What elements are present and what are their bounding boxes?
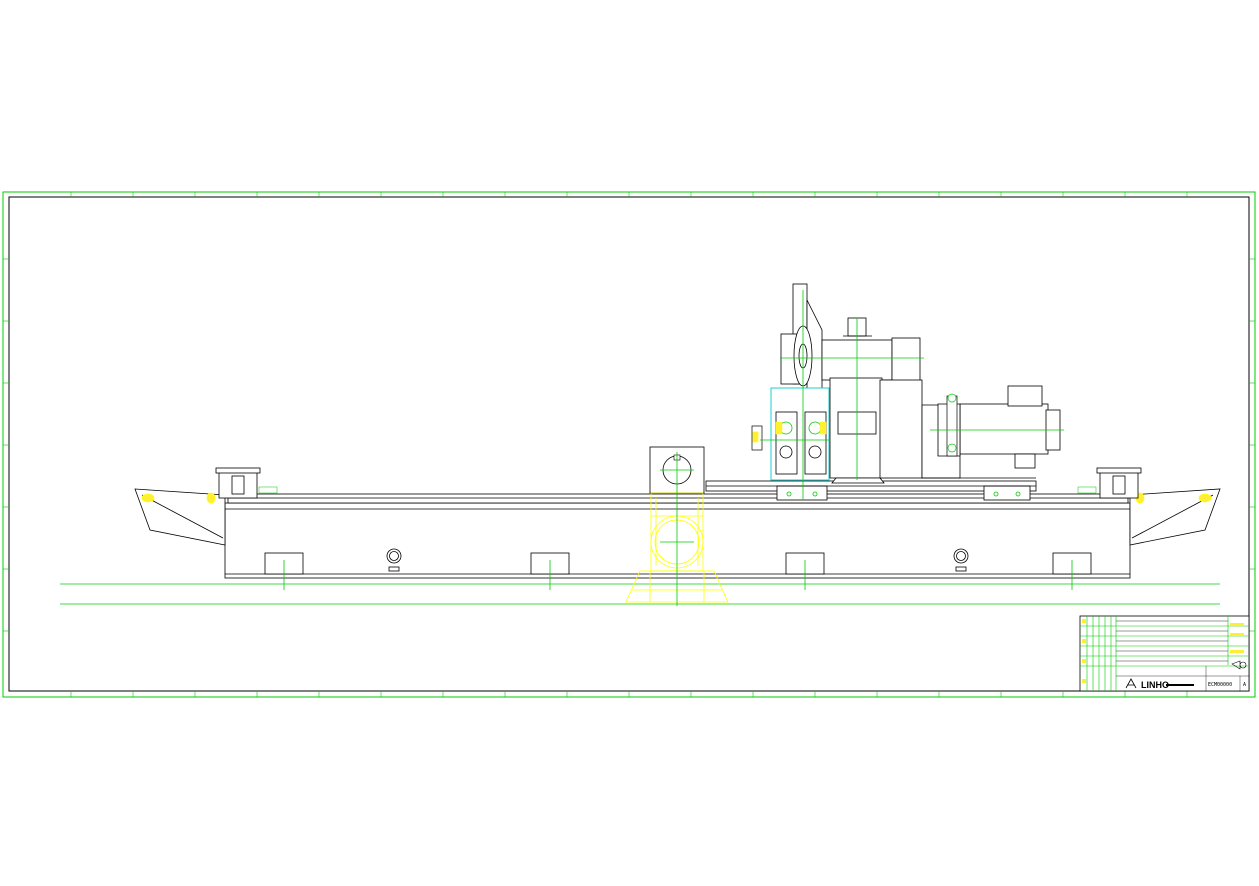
head-centerlines [760,290,1064,500]
end-posts [215,467,1142,499]
carriage [705,480,1037,501]
logo-icon [1125,678,1137,689]
tb-label-5 [1230,623,1244,626]
clamp-jaw-right [804,411,827,475]
reference-lines [60,583,1220,605]
column-foot [831,477,885,484]
clamp-pad-1 [775,421,783,435]
left-grip-pad [752,431,759,443]
clamp-roller-3 [779,445,793,459]
revision: A [1243,682,1246,688]
clamp-roller-2 [808,421,822,435]
title-block-frame [1079,615,1250,692]
block-bolt-4 [1015,491,1021,497]
title-block-labels [1082,619,1244,683]
border-zone-ticks [3,192,1255,697]
left-post-slot [231,475,245,495]
title-block-grid [1080,616,1249,691]
tb-label-3 [1082,659,1086,663]
tb-label-6 [1230,633,1244,636]
motor-body [959,403,1049,455]
bed-body [224,502,1131,579]
tb-label-7 [1230,650,1244,653]
right-post-cap [1096,467,1142,474]
gear-box [879,379,923,479]
block-bolt-2 [812,491,818,497]
right-chute-inner [1131,494,1214,539]
right-chute-mark [1198,493,1212,503]
tower-centerlines [660,452,694,606]
motor-grip-knob-2 [947,443,957,453]
side-grips [751,393,958,457]
left-post-label [258,486,278,494]
logo-underline [1166,684,1194,686]
left-chute-mark [141,493,155,503]
right-post-slot [1112,475,1126,495]
right-chute [1129,488,1221,546]
bed-hole-1-inner [389,551,399,561]
title-block: LINHO ECM00000 A [1079,615,1250,692]
bed-hole-1-tag [388,566,400,572]
tb-label-2 [1082,639,1086,643]
outer-border [2,191,1256,698]
motor-grip-knob-1 [947,393,957,403]
sheet-frame [2,191,1256,698]
logo: LINHO [1125,678,1194,690]
block-bolt-1 [786,491,792,497]
left-chute [134,488,226,546]
tb-label-4 [1082,679,1086,683]
left-chute-inner [141,494,224,539]
clamp-jaw-left [775,411,798,475]
bed-hole-2-tag [955,566,967,572]
right-post-label [1077,486,1097,494]
carriage-block-1 [776,485,828,501]
clamp-roller-4 [808,445,822,459]
machine-bed [224,493,1131,579]
mount-base [625,570,729,603]
bed-rail [227,493,1129,504]
motor-terminal [1007,385,1043,407]
title-block-rows [1116,620,1249,691]
clamp-assembly [770,387,830,481]
left-post-cap [215,467,261,474]
left-post-mark [206,492,216,504]
carriage-block-2 [983,485,1031,501]
block-bolt-3 [993,491,999,497]
inner-border [8,196,1250,692]
projection-icon [1231,660,1247,670]
clamp-pad-2 [819,421,827,435]
spindle-cap [891,337,921,387]
drawing-number: ECM00000 [1208,682,1232,688]
logo-text: LINHO [1141,680,1169,690]
tb-label-1 [1082,619,1086,623]
bed-hole-2-inner [956,551,966,561]
cutout-centerlines [283,560,1073,590]
motor-fan [1014,453,1036,469]
center-drive-tower [625,446,729,606]
